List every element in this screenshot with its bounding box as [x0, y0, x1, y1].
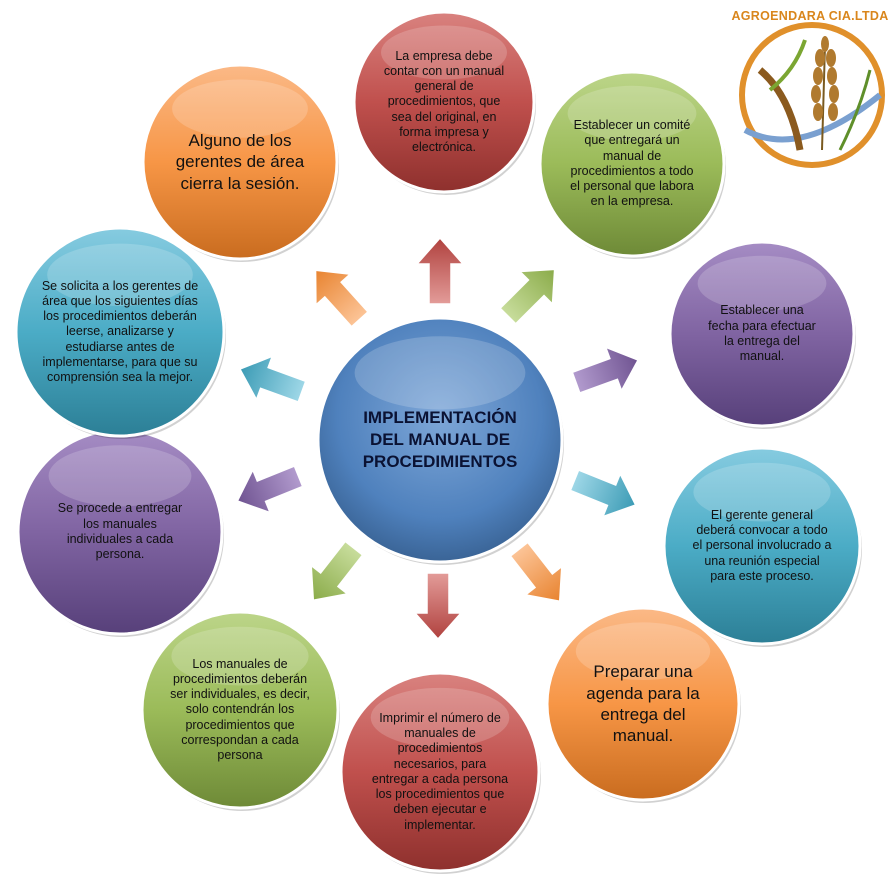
logo-grass [838, 69, 872, 151]
step-circle-bottom-right [545, 606, 741, 802]
step-circle-top [352, 10, 536, 194]
step-circle-bottom-right-gloss [575, 622, 711, 680]
step-circle-left-lower-gloss [48, 445, 192, 507]
step-text-left-lower: Se procede a entregar los manuales indiv… [57, 501, 183, 562]
center-title: IMPLEMENTACIÓN DEL MANUAL DE PROCEDIMIEN… [362, 407, 518, 472]
step-circle-right-lower [662, 446, 862, 646]
step-circle-bottom [339, 671, 541, 873]
step-text-top: La empresa debe contar con un manual gen… [383, 48, 505, 155]
company-logo [739, 22, 885, 168]
step-circle-top-right-gloss [567, 85, 697, 141]
arrow-4 [569, 469, 637, 518]
step-circle-top-left-gloss [172, 79, 308, 138]
arrow-7 [310, 540, 364, 602]
step-circle-bottom-left [140, 610, 340, 810]
arrow-8 [236, 465, 304, 514]
step-circle-right-upper-gloss [697, 255, 827, 311]
arrow-3 [571, 346, 640, 394]
step-text-right-upper: Establecer una fecha para efectuar la en… [708, 303, 816, 364]
step-circle-left-upper-gloss [47, 243, 193, 306]
step-circle-top-left [141, 63, 339, 261]
step-text-top-right: Establecer un comité que entregará un ma… [570, 118, 694, 209]
step-circle-bottom-gloss [370, 687, 510, 748]
arrow-1 [415, 236, 465, 305]
arrow-10 [314, 269, 369, 328]
wheat-icon [811, 36, 839, 151]
step-circle-bottom-left-gloss [171, 626, 309, 686]
center-circle-gloss [354, 336, 526, 410]
center-circle [316, 316, 564, 564]
arrow-9 [238, 355, 307, 403]
step-circle-right-upper [668, 240, 856, 428]
logo-ring [739, 22, 885, 168]
arrow-2 [499, 268, 556, 325]
arrow-5 [509, 541, 563, 603]
arrow-6 [413, 572, 463, 641]
step-text-left-upper: Se solicita a los gerentes de área que l… [41, 278, 199, 385]
step-circle-top-gloss [381, 25, 507, 80]
logo-swoosh [743, 92, 882, 143]
step-text-bottom: Imprimir el número de manuales de proced… [371, 710, 509, 832]
logo-leaf [768, 39, 807, 92]
step-circle-left-upper [14, 226, 226, 438]
step-text-right-lower: El gerente general deberá convocar a tod… [692, 507, 832, 583]
step-text-top-left: Alguno de los gerentes de área cierra la… [175, 131, 305, 193]
step-text-bottom-left: Los manuales de procedimientos deberán s… [170, 656, 310, 763]
step-circle-right-lower-gloss [693, 462, 831, 522]
step-text-bottom-right: Preparar una agenda para la entrega del … [586, 662, 700, 746]
step-circle-top-right [538, 70, 726, 258]
logo-stalk [757, 67, 804, 151]
company-name: AGROENDARA CIA.LTDA [731, 9, 889, 23]
